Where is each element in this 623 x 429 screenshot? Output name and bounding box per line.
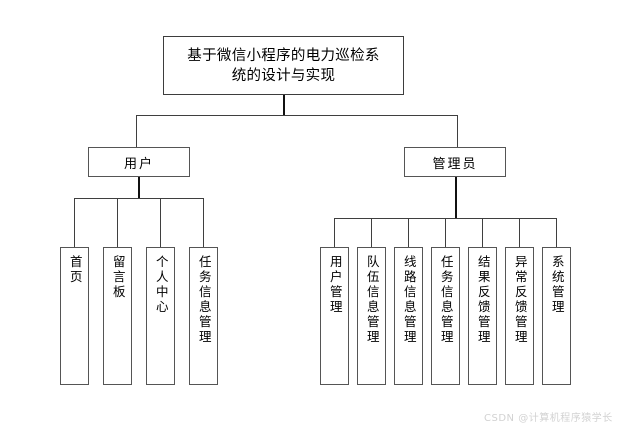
connector-user-bus	[74, 198, 204, 199]
node-leaf-admin-4-label: 结果反馈管理	[475, 255, 491, 345]
node-leaf-user-3-label: 任务信息管理	[196, 255, 212, 345]
node-leaf-user-2-label: 个人中心	[153, 255, 169, 315]
node-leaf-admin-0: 用户管理	[320, 247, 349, 385]
connector-level1-drop-admin	[457, 115, 458, 147]
node-leaf-admin-2: 线路信息管理	[394, 247, 423, 385]
node-leaf-admin-5: 异常反馈管理	[505, 247, 534, 385]
node-leaf-admin-3: 任务信息管理	[431, 247, 460, 385]
connector-admin-drop-4	[482, 218, 483, 247]
connector-user-stem	[138, 177, 140, 199]
connector-admin-drop-0	[334, 218, 335, 247]
node-leaf-admin-6-label: 系统管理	[549, 255, 565, 315]
connector-user-drop-0	[74, 198, 75, 247]
node-leaf-user-1: 留言板	[103, 247, 132, 385]
node-root-line2: 统的设计与实现	[231, 67, 336, 84]
watermark: CSDN @计算机程序猿学长	[484, 413, 613, 424]
connector-admin-drop-1	[371, 218, 372, 247]
node-branch-user-label: 用户	[123, 156, 154, 172]
connector-admin-drop-6	[556, 218, 557, 247]
node-leaf-user-2: 个人中心	[146, 247, 175, 385]
node-branch-user: 用户	[88, 147, 190, 177]
node-leaf-user-3: 任务信息管理	[189, 247, 218, 385]
node-branch-admin: 管理员	[404, 147, 506, 177]
connector-admin-stem	[455, 177, 457, 219]
connector-admin-drop-3	[445, 218, 446, 247]
node-root: 基于微信小程序的电力巡检系 统的设计与实现	[163, 36, 404, 95]
node-leaf-user-0: 首页	[60, 247, 89, 385]
node-leaf-admin-6: 系统管理	[542, 247, 571, 385]
node-root-line1: 基于微信小程序的电力巡检系	[187, 47, 380, 64]
connector-admin-drop-2	[408, 218, 409, 247]
node-leaf-admin-1: 队伍信息管理	[357, 247, 386, 385]
connector-level1-bus	[136, 115, 458, 116]
node-root-text: 基于微信小程序的电力巡检系 统的设计与实现	[187, 46, 379, 86]
node-leaf-admin-3-label: 任务信息管理	[438, 255, 454, 345]
connector-admin-drop-5	[519, 218, 520, 247]
connector-user-drop-1	[117, 198, 118, 247]
node-leaf-admin-4: 结果反馈管理	[468, 247, 497, 385]
connector-level1-drop-user	[136, 115, 137, 147]
node-branch-admin-label: 管理员	[432, 156, 478, 172]
connector-root-stem	[283, 95, 285, 116]
node-leaf-admin-1-label: 队伍信息管理	[364, 255, 380, 345]
node-leaf-admin-0-label: 用户管理	[327, 255, 343, 315]
node-leaf-user-1-label: 留言板	[110, 255, 126, 300]
connector-user-drop-2	[160, 198, 161, 247]
node-leaf-admin-2-label: 线路信息管理	[401, 255, 417, 345]
connector-user-drop-3	[203, 198, 204, 247]
node-leaf-user-0-label: 首页	[67, 255, 83, 285]
node-leaf-admin-5-label: 异常反馈管理	[512, 255, 528, 345]
